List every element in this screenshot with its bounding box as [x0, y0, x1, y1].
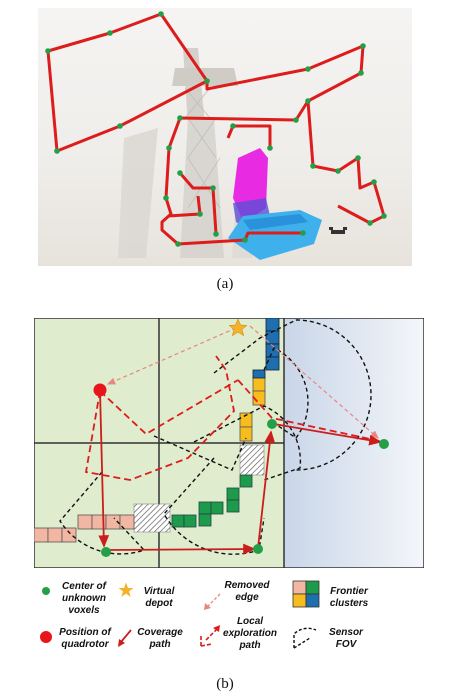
panel-a-3d-exploration	[38, 8, 412, 266]
panel-b-exploration-diagram	[34, 318, 424, 568]
legend-star-icon	[118, 582, 134, 597]
caption-a: (a)	[216, 276, 234, 292]
voxel-center-node	[267, 419, 277, 429]
path-nodes-3d	[45, 11, 387, 247]
frontier-cells-pink	[34, 514, 135, 543]
virtual-depot-star-icon	[228, 318, 248, 337]
coverage-path	[98, 390, 382, 555]
frontier-cells-yellow	[239, 376, 266, 442]
voxel-center-node	[379, 439, 389, 449]
legend-local-path-icon	[200, 625, 220, 647]
legend-green-dot-icon	[42, 587, 50, 595]
removed-edges	[106, 325, 379, 439]
hatched-cells	[133, 444, 265, 533]
frontier-cells-green	[171, 474, 253, 528]
tower-lattice	[184, 87, 221, 209]
quadrotor-position-node	[93, 383, 107, 397]
cyan-voxel-cluster	[228, 210, 322, 260]
local-exploration-path	[84, 355, 385, 481]
legend-red-dot-icon	[40, 631, 52, 643]
voxel-center-node	[253, 544, 263, 554]
legend-frontier-icon	[292, 580, 320, 608]
legend-coverage-arrow-icon	[118, 629, 132, 647]
legend-fov-icon	[293, 627, 317, 649]
frontier-cells-blue	[252, 318, 280, 379]
quadrotor-icon	[329, 227, 347, 234]
caption-b: (b)	[216, 676, 234, 692]
legend-removed-edge-icon	[204, 593, 221, 610]
voxel-center-node	[101, 547, 111, 557]
unknown-voxel-centers	[101, 419, 389, 557]
